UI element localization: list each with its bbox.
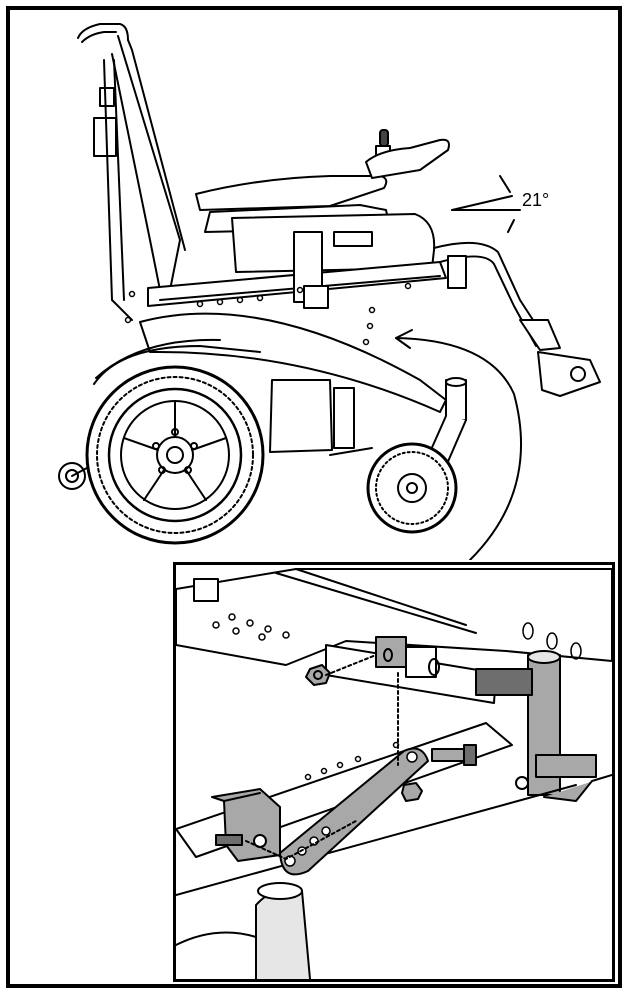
- drive-wheel: [85, 365, 265, 545]
- joystick-control: [365, 138, 450, 179]
- outer-border: [6, 6, 622, 988]
- detail-illustration: [176, 568, 612, 979]
- fork-mount: [535, 754, 597, 778]
- base-box: [269, 379, 333, 453]
- hex-nut: [305, 664, 331, 686]
- bolt: [431, 748, 467, 762]
- backrest-front: [117, 35, 181, 291]
- armrest-pad: [195, 175, 388, 211]
- top-plate: [176, 568, 612, 666]
- fender: [139, 312, 447, 413]
- back-post: [103, 59, 113, 301]
- footplate: [537, 351, 601, 397]
- leg-rest: [433, 241, 547, 341]
- lower-post: [255, 887, 311, 979]
- back-clamp: [93, 117, 117, 157]
- detail-inset: [173, 562, 615, 982]
- caster-wheel: [366, 442, 458, 534]
- callout-arrow: [395, 337, 523, 560]
- push-handle: [77, 23, 129, 41]
- wheelchair-illustration: [58, 23, 601, 560]
- tilt-angle-label: 21°: [522, 190, 550, 210]
